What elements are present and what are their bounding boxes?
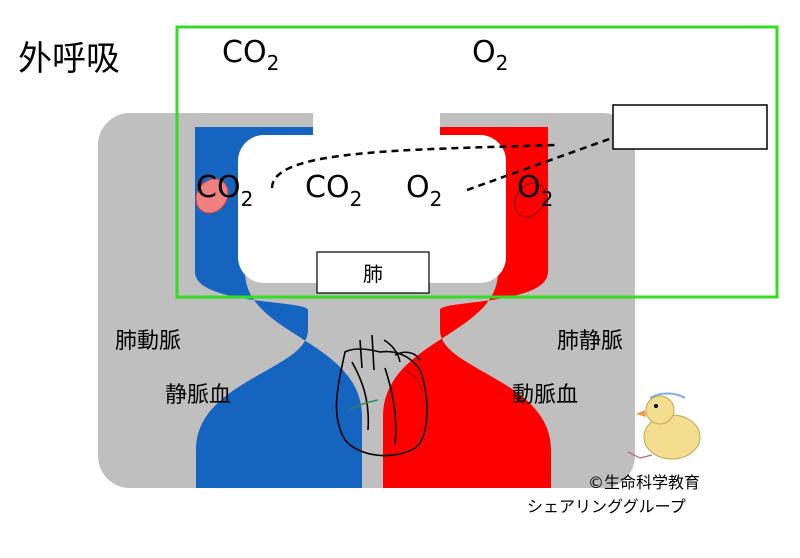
venous-blood-label: 静脈血 [165, 383, 231, 408]
o2-center-label: O2 [406, 170, 442, 211]
co2-center-label: CO2 [305, 170, 362, 211]
credit-line-2: シェアリンググループ [527, 497, 686, 516]
blank-callout-box [612, 104, 768, 150]
pulmonary-artery-label: 肺動脈 [115, 329, 181, 354]
co2-top-label: CO2 [222, 35, 279, 75]
alveolus [238, 135, 506, 283]
dashed-path [270, 143, 556, 189]
pulmonary-vein-label: 肺静脈 [557, 329, 623, 354]
o2-top-label: O2 [472, 35, 508, 75]
pulmonary-vein-vessel [383, 127, 551, 488]
duck-drawing [627, 392, 701, 460]
heart-illustration [335, 334, 428, 457]
alveolus-opening [313, 110, 440, 140]
dashed-connector [466, 136, 613, 192]
o2-right-label: O2 [517, 170, 553, 211]
co2-left-label: CO2 [196, 170, 253, 211]
credit-line-1: ©生命科学教育 [588, 473, 700, 492]
lung-label-box [316, 251, 430, 294]
lung-label: 肺 [363, 262, 383, 286]
rbc-left [195, 178, 229, 214]
external-respiration-box [175, 25, 779, 299]
pulmonary-artery-vessel [195, 127, 362, 488]
arterial-blood-label: 動脈血 [512, 383, 578, 408]
rbc-right [514, 182, 546, 218]
title: 外呼吸 [18, 39, 120, 79]
